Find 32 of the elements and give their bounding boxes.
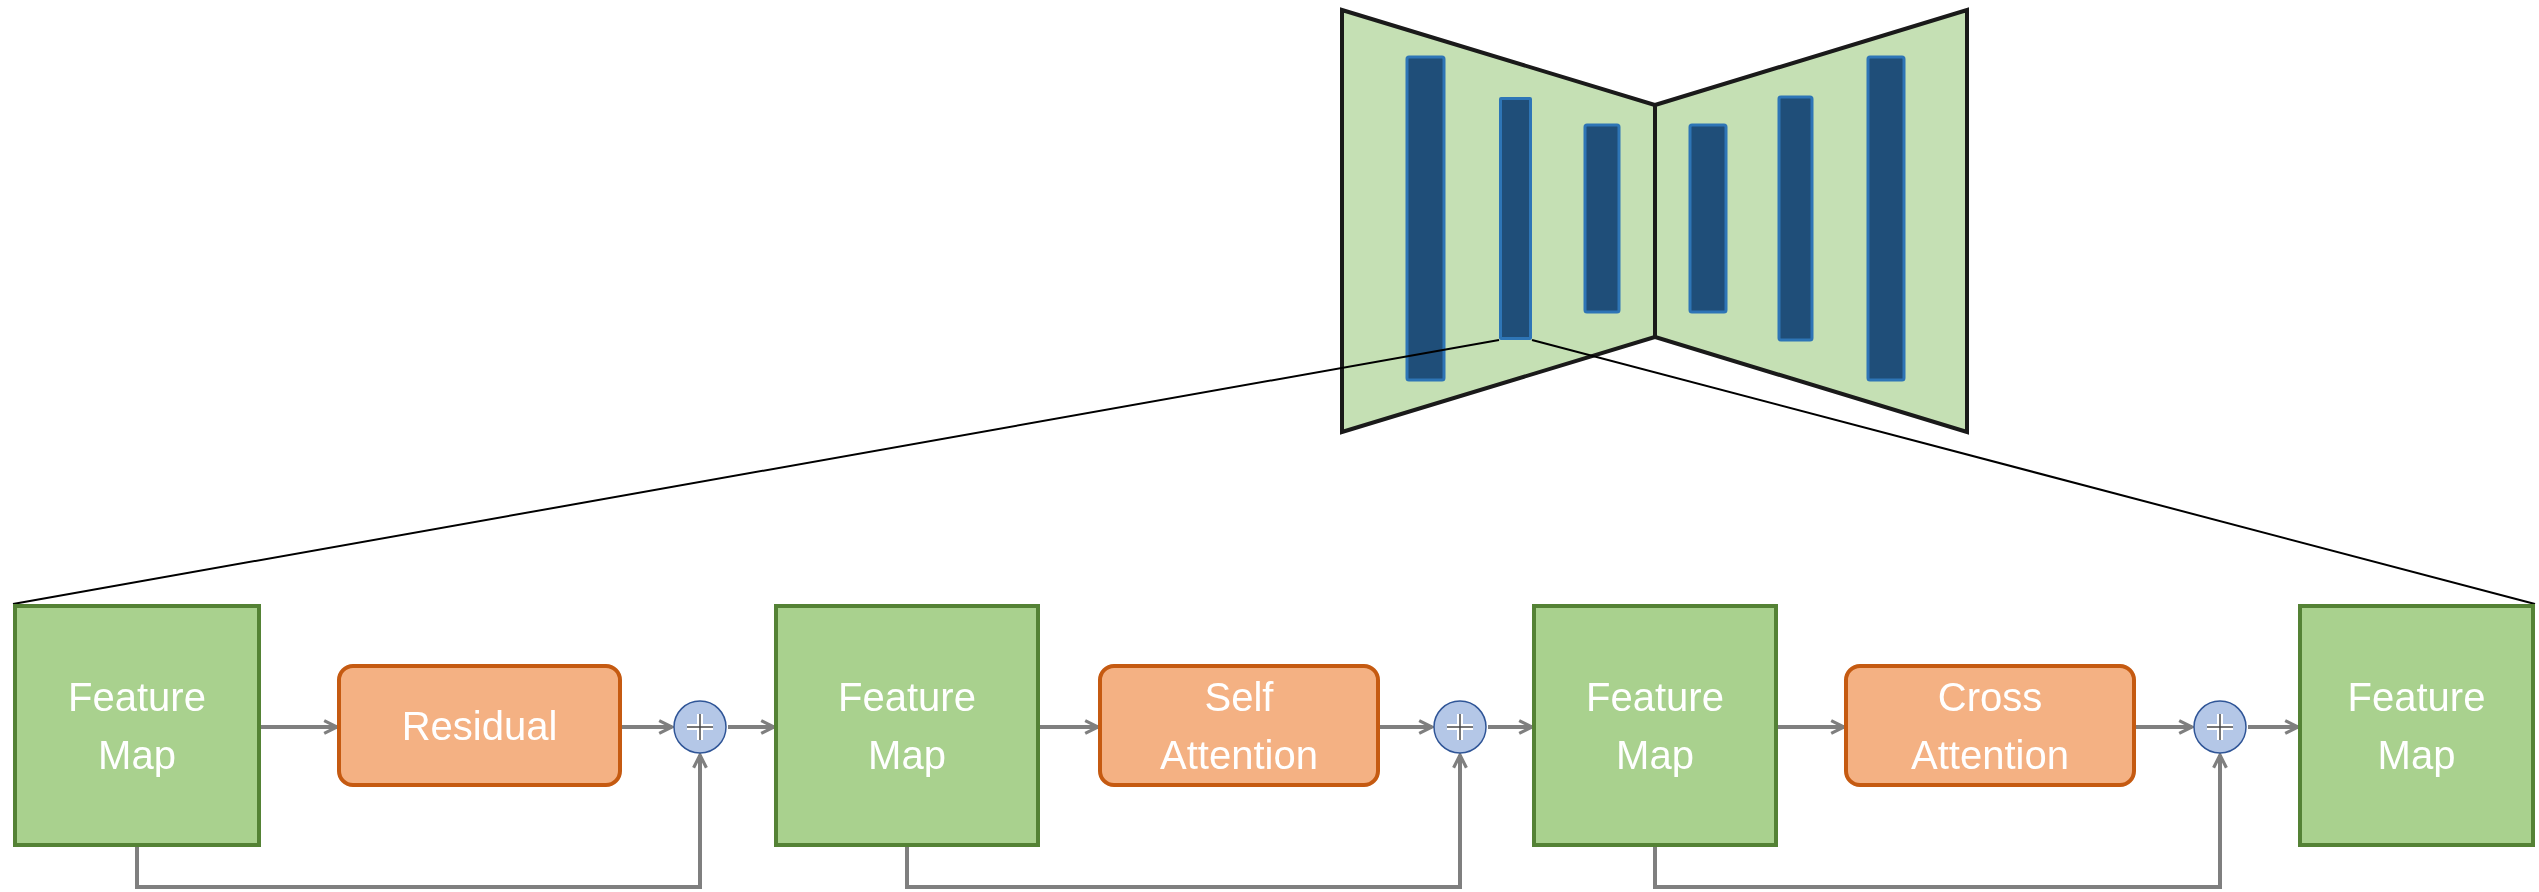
zoom-line bbox=[1531, 339, 2536, 605]
box-label: Feature Map bbox=[1585, 673, 1725, 779]
box-label: Cross Attention bbox=[1910, 673, 2070, 779]
feature-map-box bbox=[1532, 604, 1778, 847]
arrow bbox=[1488, 719, 1534, 735]
operation-box bbox=[1844, 664, 2136, 787]
arrow bbox=[728, 719, 776, 735]
sum-junction-icon bbox=[672, 699, 728, 755]
arrow bbox=[2248, 719, 2300, 735]
arrow bbox=[135, 753, 708, 889]
sum-junction-icon bbox=[2192, 699, 2248, 755]
box-label: Self Attention bbox=[1159, 673, 1319, 779]
zoom-line bbox=[12, 339, 1500, 605]
feature-map-box bbox=[2298, 604, 2535, 847]
box-label: Feature Map bbox=[67, 673, 207, 779]
box-label: Residual bbox=[400, 702, 559, 750]
sum-junction-icon bbox=[1432, 699, 1488, 755]
operation-box bbox=[1098, 664, 1380, 787]
feature-map-box bbox=[13, 604, 261, 847]
arrow bbox=[1653, 753, 2228, 889]
box-label: Feature Map bbox=[837, 673, 977, 779]
layer-bar bbox=[1499, 97, 1532, 340]
arrow bbox=[905, 753, 1468, 889]
operation-box bbox=[337, 664, 622, 787]
arrow bbox=[622, 719, 674, 735]
arrow bbox=[1778, 719, 1846, 735]
arrow bbox=[261, 719, 339, 735]
arrow bbox=[1380, 719, 1434, 735]
box-label: Feature Map bbox=[2346, 673, 2487, 779]
arrow bbox=[2136, 719, 2194, 735]
feature-map-box bbox=[774, 604, 1040, 847]
arrow bbox=[1040, 719, 1100, 735]
